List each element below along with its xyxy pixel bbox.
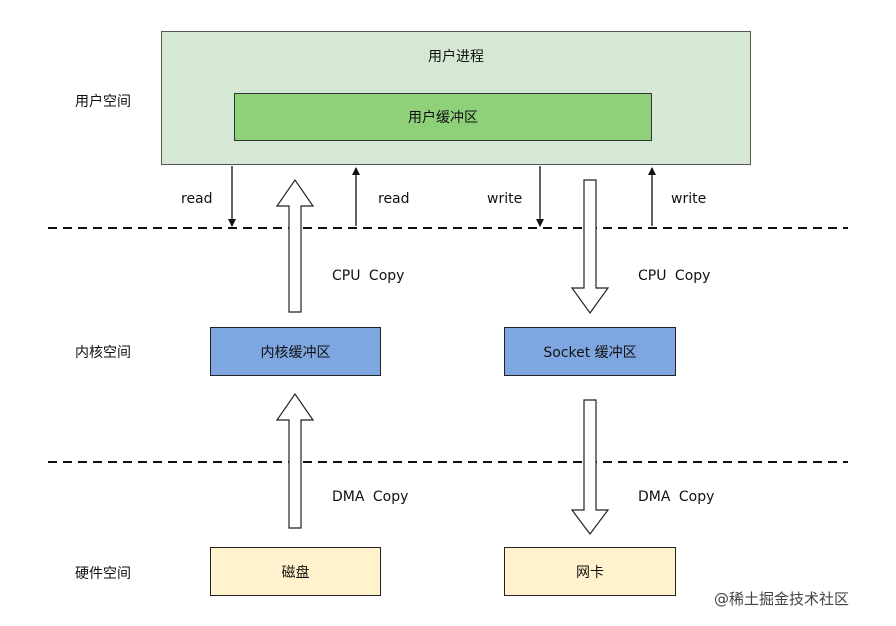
read-call-label: read — [181, 191, 213, 207]
cpu-copy-down-arrow — [570, 179, 610, 315]
user-buffer-box: 用户缓冲区 — [234, 93, 652, 141]
cpu-copy-right-label: CPU Copy — [638, 268, 711, 284]
write-call-label: write — [487, 191, 523, 207]
hardware-space-label: 硬件空间 — [75, 566, 131, 582]
disk-box: 磁盘 — [210, 547, 381, 596]
user-space-label: 用户空间 — [75, 94, 131, 110]
nic-box: 网卡 — [504, 547, 676, 596]
dma-copy-right-label: DMA Copy — [638, 489, 715, 505]
kernel-space-label: 内核空间 — [75, 345, 131, 361]
read-return-label: read — [378, 191, 410, 207]
cpu-copy-up-arrow — [275, 178, 315, 313]
cpu-copy-left-label: CPU Copy — [332, 268, 405, 284]
dma-copy-left-label: DMA Copy — [332, 489, 409, 505]
dma-copy-up-arrow — [275, 392, 315, 529]
user-process-title: 用户进程 — [428, 49, 484, 65]
kernel-buffer-box: 内核缓冲区 — [210, 327, 381, 376]
write-return-label: write — [671, 191, 707, 207]
dma-copy-down-arrow — [570, 399, 610, 535]
socket-buffer-box: Socket 缓冲区 — [504, 327, 676, 376]
watermark-text: @稀土掘金技术社区 — [714, 590, 850, 608]
